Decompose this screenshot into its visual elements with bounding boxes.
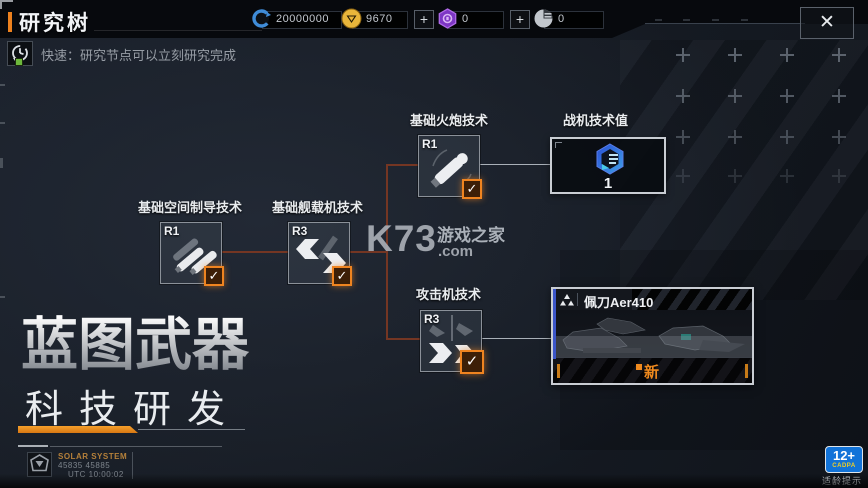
node-label-tech-value: 战机技术值 [563, 113, 629, 128]
node-label-attack-aircraft: 攻击机技术 [416, 287, 482, 302]
gray-disc-icon [534, 9, 553, 28]
tech-value-box[interactable]: 1 [550, 137, 666, 194]
node-carrier-aircraft[interactable]: R3 ✓ [288, 222, 352, 286]
tech-hexagon-icon [596, 143, 624, 175]
hero-subtitle: 科技研发 [25, 389, 242, 431]
link-space-to-carrier [222, 251, 288, 253]
tech-value-number: 1 [603, 175, 613, 192]
gold-plus-button[interactable]: + [414, 10, 434, 29]
node-attack-aircraft[interactable]: R3 ✓ [420, 310, 484, 374]
watermark-site-name: 游戏之家 [437, 226, 505, 245]
purple-tokens-value: 0 [462, 13, 469, 25]
node-label-carrier-aircraft: 基础舰载机技术 [272, 200, 364, 215]
artillery-shell-icon [430, 149, 472, 188]
age-rating-org: CADPA [832, 463, 856, 469]
edge-dash [741, 19, 748, 21]
aircraft-silhouettes-icon [562, 317, 745, 353]
missiles-icon [173, 238, 217, 275]
hero-line [138, 429, 245, 430]
link-cannon-to-value [480, 164, 550, 165]
hero-line [50, 446, 222, 447]
edge-tick [0, 84, 5, 86]
link-carrier-to-junction [350, 251, 387, 253]
completed-checkbox: ✓ [332, 266, 352, 286]
purple-tokens-plus-button[interactable]: + [510, 10, 530, 29]
phase-coins-value: 0 [558, 13, 565, 25]
title-accent-bar [8, 12, 12, 32]
header-separator [577, 293, 578, 306]
hero-accent-bar [18, 426, 138, 433]
completed-checkbox: ✓ [462, 179, 482, 199]
link-junction-to-attack [388, 338, 420, 340]
header-stripes [632, 289, 752, 310]
research-points-value: 20000000 [276, 13, 329, 25]
new-dot [636, 364, 642, 370]
reward-card-new-bar: 新 [553, 357, 752, 383]
edge-tick [0, 122, 5, 124]
watermark-logo: K73 [366, 218, 437, 259]
age-rating-badge: 12+ CADPA [825, 446, 863, 473]
edge-dash [683, 19, 690, 21]
reward-card-image [553, 310, 752, 361]
edge-tick [0, 296, 5, 298]
hero-line [18, 445, 48, 447]
reward-card-title: 佩刀Aer410 [584, 295, 654, 310]
title-rule [94, 30, 262, 31]
faction-triangles-icon [560, 294, 574, 306]
timer-badge [15, 58, 23, 66]
close-button[interactable]: ✕ [800, 7, 854, 39]
node-label-space-guidance: 基础空间制导技术 [138, 200, 243, 215]
bottom-fade [0, 474, 868, 488]
system-coords: 45835 45885 [58, 461, 111, 470]
corner-mark [555, 142, 562, 148]
node-cannon[interactable]: R1 ✓ [418, 135, 482, 199]
node-label-cannon: 基础火炮技术 [410, 113, 489, 128]
edge-dash [655, 19, 662, 21]
node-space-guidance[interactable]: R1 ✓ [160, 222, 224, 286]
tip-text: 快速：研究节点可以立刻研究完成 [41, 48, 237, 63]
blue-ring-icon [252, 9, 271, 28]
completed-checkbox: ✓ [460, 350, 484, 374]
footer-tick [557, 364, 560, 378]
card-blue-edge [553, 289, 556, 359]
hero-title: 蓝图武器 [21, 299, 249, 381]
top-bar [0, 0, 868, 38]
link-junction-to-cannon [388, 164, 418, 166]
image-band [553, 336, 752, 357]
link-junction-vertical [386, 164, 388, 340]
top-bar-edge [645, 23, 805, 24]
link-attack-to-card [482, 338, 551, 339]
new-badge: 新 [643, 364, 661, 381]
completed-checkbox: ✓ [204, 266, 224, 286]
footer-tick [745, 364, 748, 378]
edge-tick [0, 158, 3, 168]
watermark-domain: .com [438, 243, 474, 260]
page-title: 研究树 [19, 12, 91, 35]
age-rating-value: 12+ [832, 448, 856, 463]
gold-value: 9670 [366, 13, 393, 25]
edge-dash [712, 19, 719, 21]
reward-card-header: 佩刀Aer410 [553, 289, 752, 310]
purple-hex-icon [438, 8, 457, 29]
corner-bracket [0, 0, 13, 9]
system-name: SOLAR SYSTEM [58, 452, 128, 461]
gold-triangle-icon [341, 8, 362, 29]
reward-card[interactable]: 佩刀Aer410 新 [551, 287, 754, 385]
